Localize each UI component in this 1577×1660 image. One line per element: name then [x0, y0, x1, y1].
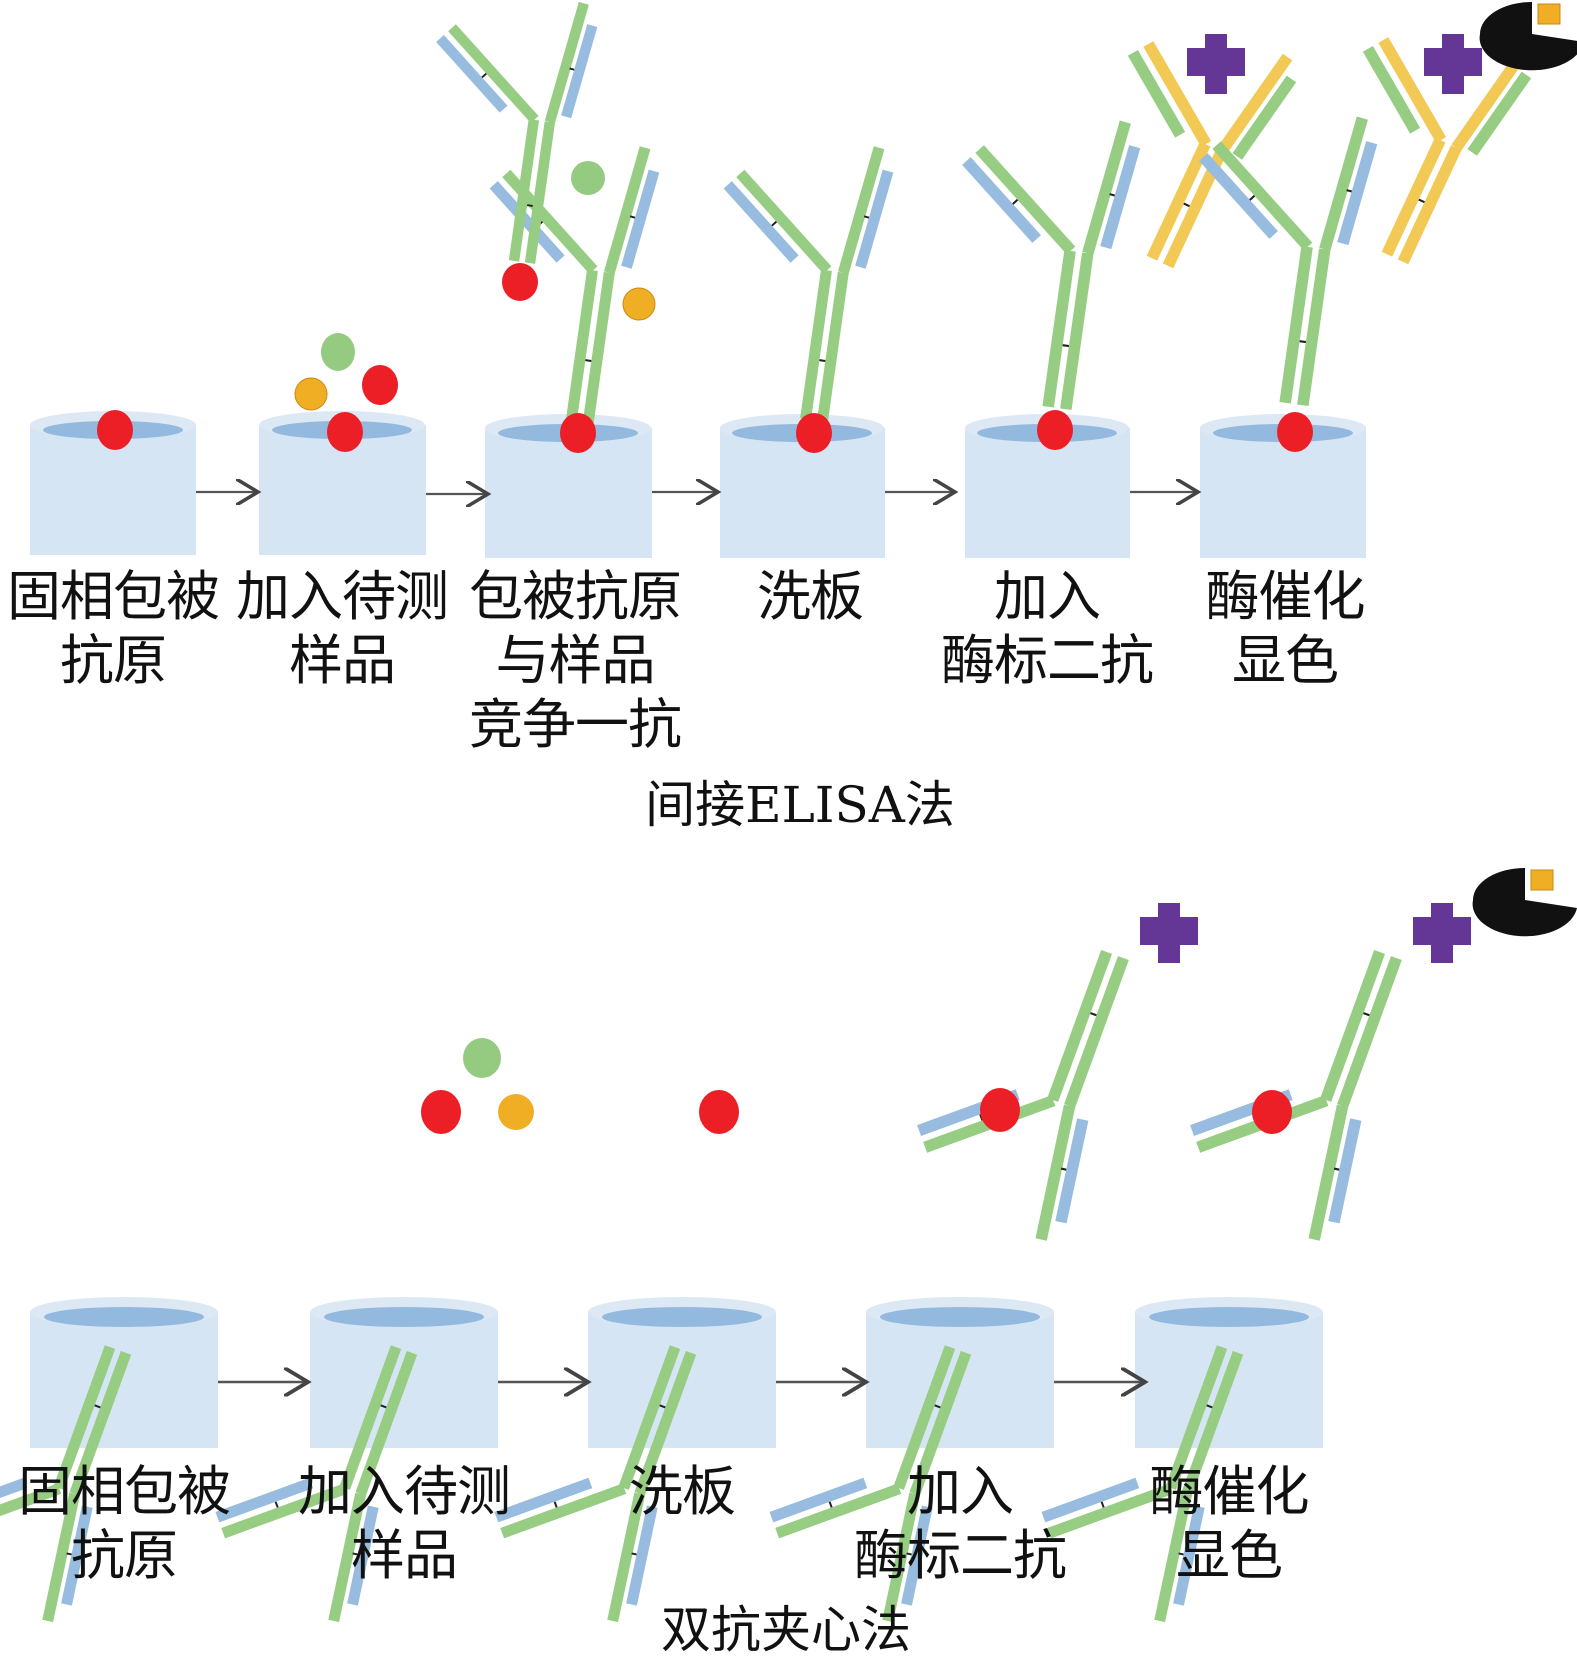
indirect-elisa-caption: 间接ELISA法 [645, 776, 955, 834]
well-1 [0, 1297, 218, 1630]
primary-antibody-icon [406, 0, 605, 270]
antigen-icon [1037, 410, 1073, 450]
enzyme-icon [1187, 34, 1245, 94]
orange-molecule-icon [498, 1094, 534, 1130]
enzyme-icon [1413, 903, 1471, 963]
antigen-icon [560, 413, 596, 453]
step-label-line: 加入 [994, 565, 1101, 628]
step-label-line: 固相包被 [18, 1460, 231, 1523]
sandwich-elisa-wells [0, 867, 1577, 1630]
antigen-icon [97, 410, 133, 450]
well-4 [747, 903, 1198, 1630]
antigen-icon [502, 263, 538, 301]
substrate-icon [1479, 1, 1577, 71]
primary-antibody-icon [458, 125, 667, 428]
antigen-icon [796, 413, 832, 453]
step-label: 加入待测 样品 [298, 1460, 511, 1588]
well-3 [406, 0, 667, 558]
step-label: 加入待测 样品 [236, 565, 449, 693]
green-molecule-icon [571, 161, 605, 195]
step-label: 洗板 [757, 565, 864, 629]
antigen-icon [362, 365, 398, 405]
step-label-line: 酶标二抗 [854, 1524, 1067, 1587]
well-6 [1166, 0, 1577, 558]
step-label-line: 样品 [289, 629, 396, 692]
step-label: 固相包被 抗原 [18, 1460, 231, 1588]
well-3 [472, 1090, 776, 1630]
step-label: 酶催化 显色 [1205, 565, 1366, 693]
step-label-line: 酶催化 [1205, 565, 1366, 628]
detection-antibody-icon [893, 910, 1163, 1249]
step-label-line: 显色 [1176, 1524, 1283, 1587]
step-label-line: 样品 [351, 1524, 458, 1587]
indirect-elisa-arrows [196, 492, 1198, 494]
antigen-icon [421, 1090, 461, 1134]
antigen-icon [980, 1088, 1020, 1132]
step-label-line: 抗原 [71, 1524, 178, 1587]
sandwich-elisa-caption: 双抗夹心法 [661, 1601, 911, 1659]
step-label-line: 加入待测 [236, 565, 449, 628]
well-4 [692, 125, 901, 558]
step-label-line: 加入待测 [298, 1460, 511, 1523]
orange-molecule-icon [622, 287, 656, 321]
well-2 [193, 1038, 534, 1630]
indirect-elisa-wells [30, 0, 1577, 558]
antigen-icon [1277, 412, 1313, 452]
orange-molecule-icon [294, 377, 328, 411]
well-2 [259, 333, 426, 555]
step-label-line: 酶标二抗 [941, 629, 1154, 692]
well-5 [929, 0, 1309, 558]
step-label: 包被抗原 与样品 竞争一抗 [469, 565, 682, 757]
step-label-line: 抗原 [60, 629, 167, 692]
enzyme-icon [1140, 903, 1198, 963]
step-label: 洗板 [629, 1460, 736, 1524]
primary-antibody-icon [929, 98, 1148, 416]
step-label-line: 固相包被 [7, 565, 220, 628]
step-label-line: 与样品 [495, 629, 656, 692]
substrate-icon [1472, 867, 1577, 937]
step-label: 酶催化 显色 [1149, 1460, 1310, 1588]
primary-antibody-icon [692, 125, 901, 428]
step-label-line: 竞争一抗 [469, 693, 682, 756]
step-label-line: 显色 [1232, 629, 1339, 692]
step-label-line: 洗板 [757, 565, 864, 628]
antigen-icon [327, 412, 363, 452]
antigen-icon [1252, 1090, 1292, 1134]
step-label-line: 洗板 [629, 1460, 736, 1523]
well-5 [1019, 867, 1577, 1630]
step-label: 加入 酶标二抗 [941, 565, 1154, 693]
step-label: 固相包被 抗原 [7, 565, 220, 693]
antigen-icon [699, 1090, 739, 1134]
green-molecule-icon [463, 1038, 501, 1078]
step-label: 加入 酶标二抗 [854, 1460, 1067, 1588]
green-molecule-icon [321, 333, 355, 371]
well-1 [30, 410, 196, 555]
step-label-line: 包被抗原 [469, 565, 682, 628]
enzyme-icon [1424, 34, 1482, 94]
step-label-line: 加入 [907, 1460, 1014, 1523]
detection-antibody-icon [1166, 910, 1436, 1249]
step-label-line: 酶催化 [1149, 1460, 1310, 1523]
